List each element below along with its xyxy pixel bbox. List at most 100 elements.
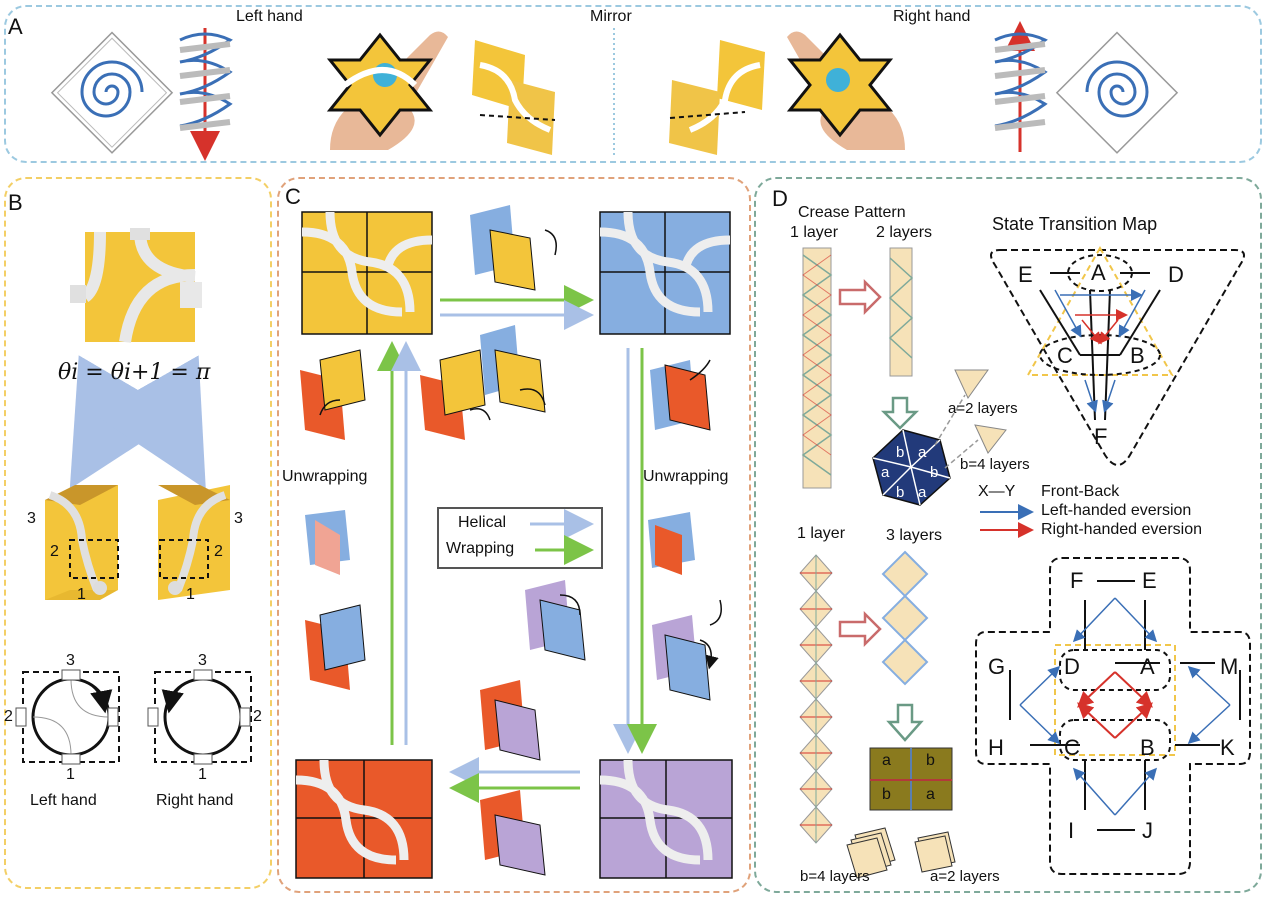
panel-d-frame [754,177,1262,893]
ring-right-2: 2 [253,708,262,725]
one-layer-label: 1 layer [790,224,839,241]
left-hand-title: Left hand [236,8,303,25]
node-d-cross: D [1064,654,1080,679]
panel-d-label: D [772,186,788,211]
c-yellow-square [301,211,433,335]
node-a-cross: A [1140,654,1155,679]
legend-wrapping-label: Wrapping [446,540,515,557]
panel-c-frame [277,177,751,893]
node-j-cross: J [1142,818,1153,843]
theta-equation: θi = θi+1 = π [58,360,211,385]
panel-a-right-spiral [1055,31,1179,154]
fold-number-right-1: 1 [186,586,195,603]
fold-number-left-1: 1 [77,586,86,603]
b-four-layers-bottom: b=4 layers [800,868,870,885]
panel-a-label: A [8,14,23,39]
panel-b-label: B [8,190,23,215]
a-two-layers-label: a=2 layers [948,400,1018,417]
node-b-cross: B [1140,735,1155,760]
hex-letter-4: b [930,464,939,481]
panel-a-left-hand-photo [326,31,448,151]
crease-pattern-title: Crease Pattern [798,204,906,221]
hex-letter-6: b [896,484,905,501]
b-four-layers-label: b=4 layers [960,456,1030,473]
fold-number-left-3: 3 [27,510,36,527]
legend-front-back-symbol: X—Y [978,483,1016,500]
d-triangle-b [974,424,1007,454]
node-a-triangle: A [1091,260,1106,285]
panel-b-left-fold [45,485,119,600]
d-triangle-a [954,369,989,399]
node-e-cross: E [1142,568,1157,593]
panel-a-right-sheets [669,40,765,155]
right-hand-caption: Right hand [156,792,234,809]
panel-a-right-helix [994,21,1048,152]
one-layer-label-b: 1 layer [797,525,846,542]
c-purple-square [599,759,733,879]
d-layer-stacks [846,827,956,879]
legend-left-eversion: Left-handed eversion [1041,502,1192,519]
a-two-layers-bottom: a=2 layers [930,868,1000,885]
panel-a-left-spiral [50,31,174,154]
d-diamond-strip-1 [799,554,833,844]
node-f-triangle: F [1094,424,1108,449]
block-letter-b1: b [926,752,935,769]
node-m-cross: M [1220,654,1239,679]
fold-number-right-3: 3 [234,510,243,527]
block-letter-a2: a [926,786,935,803]
hex-letter-1: b [896,444,905,461]
d-arrow-down-2 [886,703,924,742]
unwrapping-right-label: Unwrapping [643,468,729,485]
ring-right-1: 1 [198,766,207,783]
d-triangle-map [990,245,1245,466]
ring-left-1: 1 [66,766,75,783]
panel-b-top-module [70,228,202,343]
mirror-title: Mirror [590,8,632,25]
panel-b-left-ring [15,669,120,765]
panel-a-frame [4,5,1262,163]
unwrapping-left-label: Unwrapping [282,468,368,485]
node-d-triangle: D [1168,262,1184,287]
d-cross-map [975,557,1251,875]
d-diamond-strip-3 [881,550,929,686]
node-e-triangle: E [1018,262,1033,287]
d-arrow-right-1 [838,278,882,316]
hex-letter-5: a [918,484,927,501]
left-hand-caption: Left hand [30,792,97,809]
legend-front-back: Front-Back [1041,483,1120,500]
node-h-cross: H [988,735,1004,760]
panel-a-left-sheets [472,40,556,155]
node-g-cross: G [988,654,1006,679]
panel-b-right-ring [147,669,252,765]
node-f-cross: F [1070,568,1084,593]
panel-a-left-helix [179,28,233,161]
panel-a-right-hand-photo [786,31,905,151]
ring-left-2: 2 [4,708,13,725]
node-i-cross: I [1068,818,1075,843]
d-crease-strip-1 [801,247,833,489]
block-letter-b2: b [882,786,891,803]
panel-b-right-fold [158,485,230,600]
d-arrow-right-2 [838,610,882,648]
node-k-cross: K [1220,735,1235,760]
d-crease-strip-2 [888,247,914,377]
two-layers-label: 2 layers [876,224,933,241]
legend-helical-label: Helical [458,514,507,531]
ring-right-3: 3 [198,652,207,669]
ring-left-3: 3 [66,652,75,669]
c-blue-square [599,211,731,335]
hex-letter-3: a [881,464,890,481]
panel-c-label: C [285,184,301,209]
node-c-cross: C [1064,735,1080,760]
hex-letter-2: a [918,444,927,461]
legend-right-eversion: Right-handed eversion [1041,521,1202,538]
c-orange-square [295,759,433,879]
fold-number-left-2: 2 [50,543,59,560]
fold-number-right-2: 2 [214,543,223,560]
state-transition-map-title: State Transition Map [992,214,1158,234]
b-arrow-left [69,355,183,490]
three-layers-label: 3 layers [886,527,943,544]
b-arrow-right [94,355,206,490]
block-letter-a1: a [882,752,891,769]
panel-b-frame [4,177,272,889]
